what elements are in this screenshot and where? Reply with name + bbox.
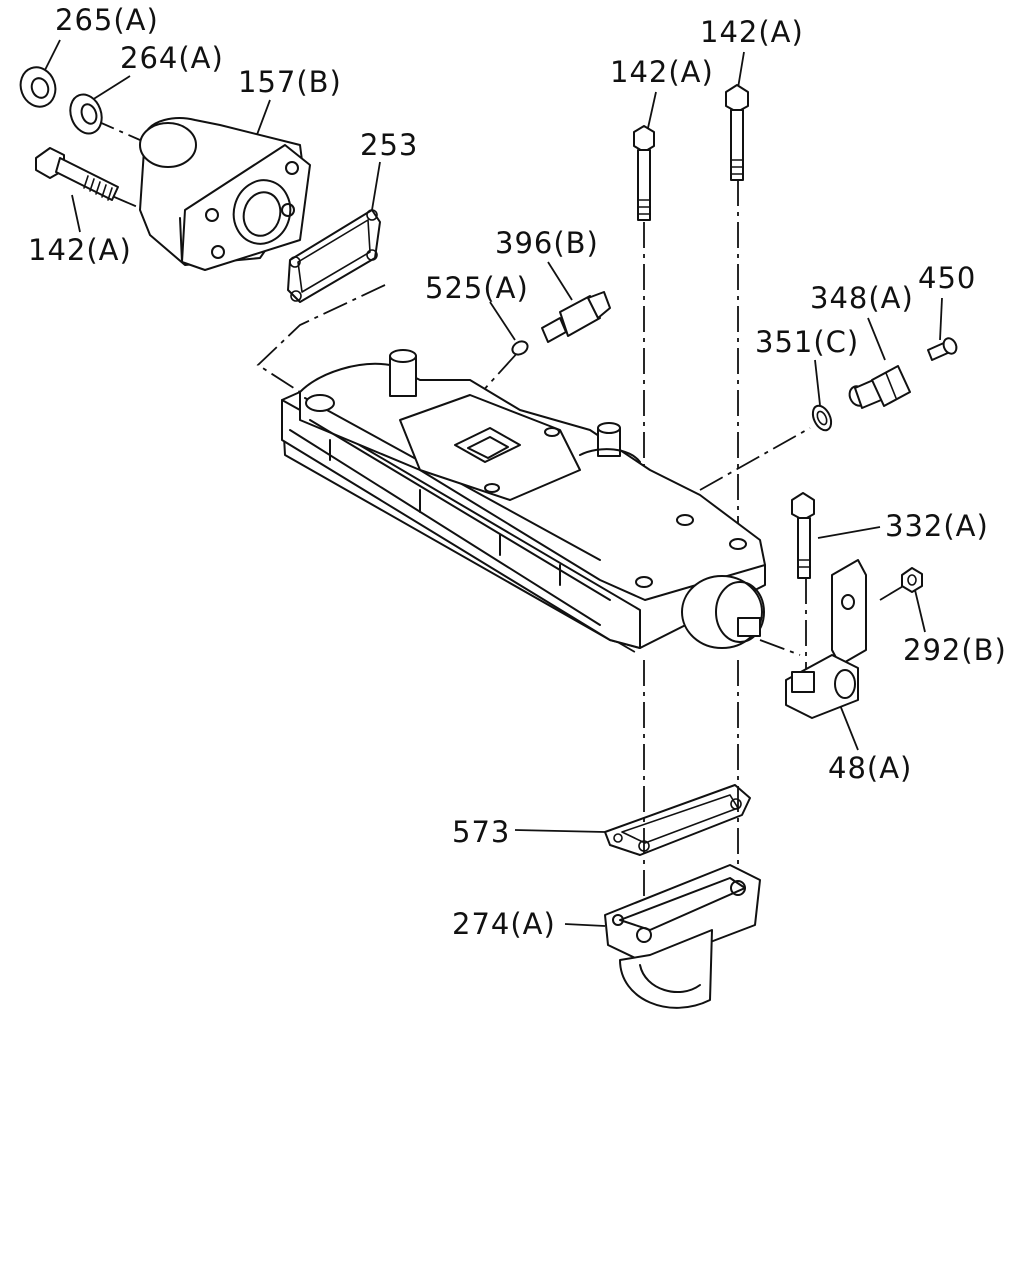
label-332a: 332(A) — [885, 509, 989, 543]
label-142a-left: 142(A) — [28, 233, 132, 267]
fitting-348a — [848, 365, 911, 409]
housing-274a — [604, 864, 761, 1009]
seal-265a — [19, 66, 57, 108]
leader-lines — [44, 39, 943, 927]
bolt-142a-mid — [633, 125, 655, 221]
label-351c: 351(C) — [755, 325, 859, 359]
bolt-142a-right — [725, 84, 749, 181]
gasket-573 — [604, 784, 751, 856]
nut-292b — [901, 567, 923, 593]
screw-450 — [927, 337, 958, 361]
label-573: 573 — [452, 815, 510, 849]
label-48a: 48(A) — [828, 751, 912, 785]
label-142a-right: 142(A) — [700, 15, 804, 49]
label-396b: 396(B) — [495, 226, 599, 260]
bolt-142a-left — [35, 147, 119, 201]
sensor-396b — [541, 291, 611, 343]
washer-264a — [69, 93, 103, 135]
label-142a-mid: 142(A) — [610, 55, 714, 89]
label-525a: 525(A) — [425, 271, 529, 305]
main-cover-body — [281, 349, 766, 649]
label-265a: 265(A) — [55, 3, 159, 37]
gasket-253 — [287, 209, 381, 303]
oring-525a — [511, 340, 529, 356]
label-253: 253 — [360, 128, 418, 162]
label-292b: 292(B) — [903, 633, 1007, 667]
housing-157b — [139, 117, 311, 271]
label-264a: 264(A) — [120, 41, 224, 75]
bolt-332a — [791, 492, 815, 579]
washer-351c — [811, 404, 833, 432]
label-450: 450 — [918, 261, 976, 295]
label-157b: 157(B) — [238, 65, 342, 99]
label-348a: 348(A) — [810, 281, 914, 315]
label-274a: 274(A) — [452, 907, 556, 941]
bracket-48a — [785, 559, 867, 719]
